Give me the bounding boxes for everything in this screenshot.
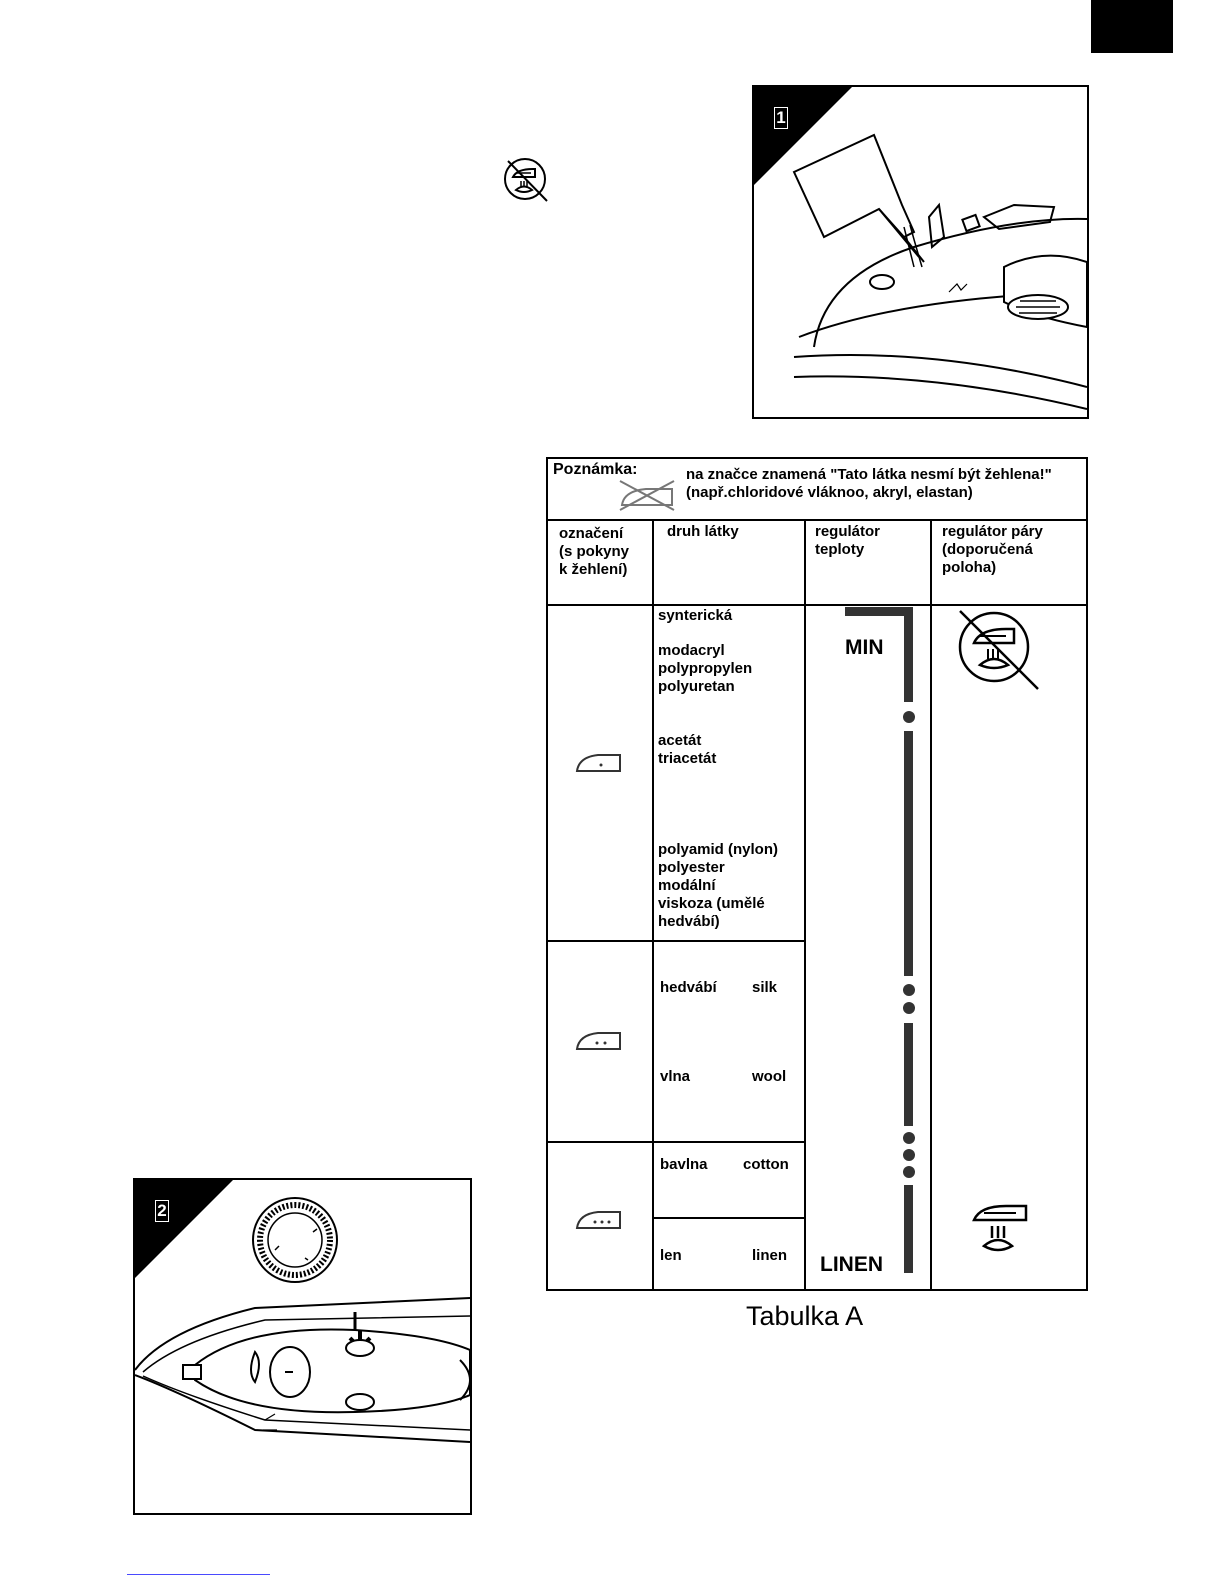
temp-scale-dot [903, 1132, 915, 1144]
table-rule [548, 1141, 806, 1143]
fabric-cotton-cz: bavlna [660, 1156, 708, 1173]
fabric-silk-en: silk [752, 979, 778, 996]
table-rule [652, 519, 654, 1289]
figure-2-number: 2 [155, 1200, 169, 1222]
fabric-linen-en: linen [752, 1247, 788, 1264]
table-rule [548, 519, 1086, 521]
table-rule [930, 519, 932, 1289]
temp-min-label: MIN [845, 636, 884, 659]
temp-scale-dot [903, 984, 915, 996]
fabric-wool-en: wool [752, 1068, 787, 1085]
note-label: Poznámka: [553, 461, 638, 478]
iron-three-dots-icon [575, 1211, 621, 1229]
table-rule [548, 940, 806, 942]
header-steam: regulátor páry (doporučená poloha) [942, 523, 1043, 576]
figure-2-temperature-dial: 2 [133, 1178, 472, 1515]
steam-off-crossed-icon [504, 158, 548, 202]
fabric-group1-c: acetát triacetát [658, 732, 717, 767]
fabric-silk-cz: hedvábí [660, 979, 717, 996]
temp-scale-dot [903, 711, 915, 723]
note-text-line2: (např.chloridové vláknoo, akryl, elastan… [686, 484, 973, 501]
fabric-group1-a: synterická [658, 607, 733, 624]
iron-two-dots-icon [575, 1032, 621, 1050]
fabric-group1-d: polyamid (nylon) polyester modální visko… [658, 841, 778, 930]
temp-scale-top-bar [845, 607, 913, 616]
fabric-wool-cz: vlna [660, 1068, 691, 1085]
temp-scale-dot [903, 1149, 915, 1161]
temp-scale-segment [904, 1023, 913, 1126]
temp-scale-segment [904, 607, 913, 702]
fabric-linen-cz: len [660, 1247, 682, 1264]
figure-1-number: 1 [774, 107, 788, 129]
temp-scale-segment [904, 731, 913, 976]
page-corner-tab [1091, 0, 1173, 53]
temp-scale-dot [903, 1166, 915, 1178]
fabric-cotton-en: cotton [743, 1156, 789, 1173]
table-rule [548, 604, 1086, 606]
figure-1-fill-water: 1 [752, 85, 1089, 419]
temp-scale-segment [904, 1185, 913, 1273]
steam-off-crossed-icon [958, 610, 1039, 690]
ironing-table: Poznámka: na značce znamená "Tato látka … [546, 457, 1088, 1291]
note-text-line1: na značce znamená "Tato látka nesmí být … [686, 466, 1052, 483]
footer-link-underline [127, 1574, 270, 1575]
header-temperature: regulátor teploty [815, 523, 881, 558]
iron-crossed-out-icon [619, 480, 675, 511]
table-caption: Tabulka A [746, 1301, 864, 1331]
fabric-group1-b: modacryl polypropylen polyuretan [658, 642, 753, 695]
iron-one-dot-icon [575, 754, 621, 772]
temp-scale-dot [903, 1002, 915, 1014]
header-fabric: druh látky [667, 523, 739, 540]
header-symbol: označení (s pokyny k žehlení) [559, 525, 630, 578]
table-rule [652, 1217, 806, 1219]
table-rule [804, 519, 806, 1289]
steam-icon [972, 1204, 1028, 1252]
temp-linen-label: LINEN [820, 1253, 883, 1276]
